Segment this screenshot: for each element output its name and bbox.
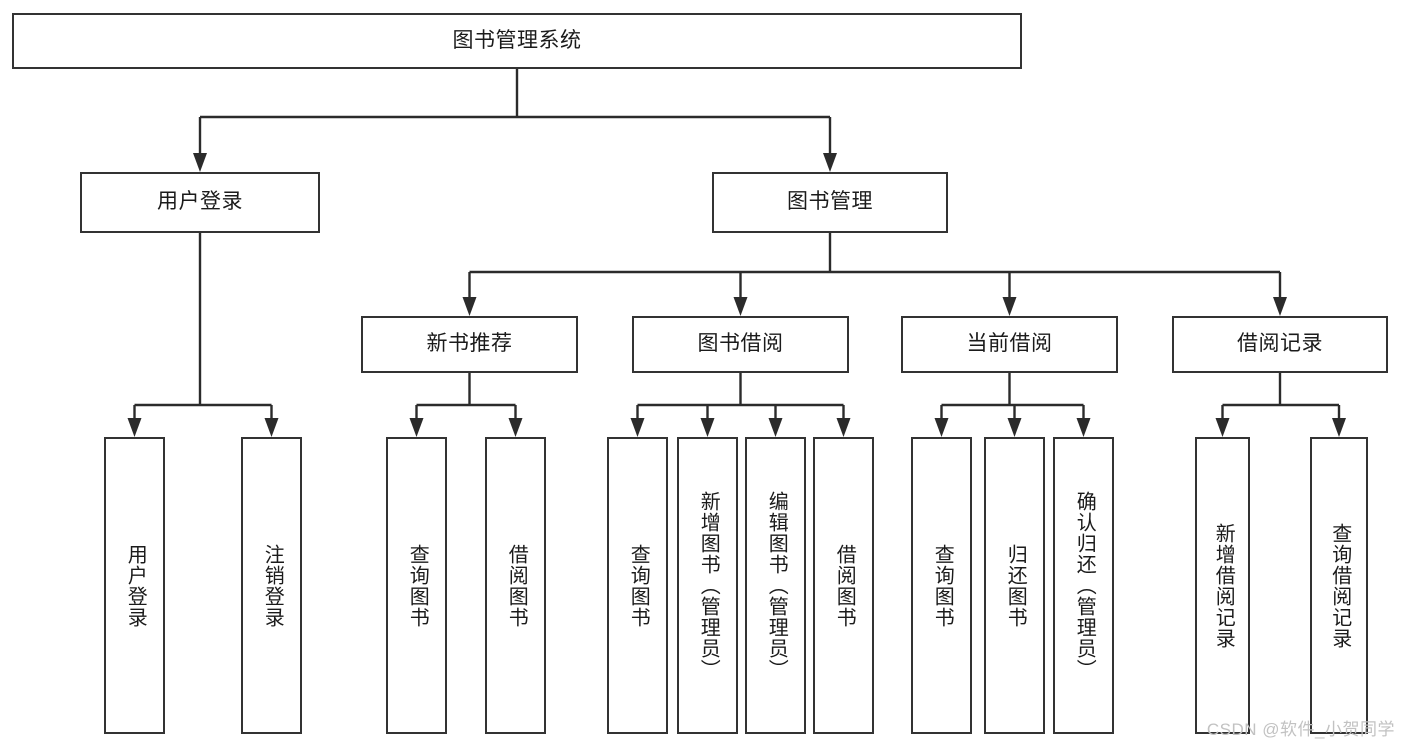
- node-label: 编辑图书（管理员）: [765, 491, 788, 680]
- node-label: 借阅图书: [833, 543, 856, 628]
- node-label: 用户登录: [124, 543, 147, 628]
- arrow-head-icon: [264, 418, 279, 437]
- node-root[interactable]: 图书管理系统: [12, 13, 1022, 69]
- node-label: 新书推荐: [426, 332, 513, 356]
- node-leaf-query-book-current[interactable]: 查询图书: [911, 437, 972, 734]
- arrow-head-icon: [409, 418, 424, 437]
- node-label: 查询图书: [931, 543, 954, 628]
- node-leaf-confirm-return[interactable]: 确认归还（管理员）: [1053, 437, 1114, 734]
- arrow-head-icon: [193, 153, 207, 172]
- node-book-borrow[interactable]: 图书借阅: [632, 316, 849, 373]
- node-leaf-edit-book[interactable]: 编辑图书（管理员）: [745, 437, 806, 734]
- node-leaf-query-record[interactable]: 查询借阅记录: [1310, 437, 1368, 734]
- node-user-login[interactable]: 用户登录: [80, 172, 320, 233]
- node-label: 查询借阅记录: [1328, 522, 1351, 649]
- arrow-head-icon: [508, 418, 523, 437]
- arrow-head-icon: [700, 418, 715, 437]
- node-label: 归还图书: [1004, 543, 1027, 628]
- node-label: 用户登录: [157, 190, 243, 214]
- node-leaf-add-book[interactable]: 新增图书（管理员）: [677, 437, 738, 734]
- node-label: 图书管理: [787, 190, 873, 214]
- arrow-head-icon: [127, 418, 142, 437]
- node-leaf-query-book-borrow[interactable]: 查询图书: [607, 437, 668, 734]
- arrow-head-icon: [1215, 418, 1230, 437]
- node-label: 新增借阅记录: [1212, 522, 1235, 649]
- arrow-head-icon: [1076, 418, 1091, 437]
- node-leaf-user-login[interactable]: 用户登录: [104, 437, 165, 734]
- arrow-head-icon: [1273, 297, 1287, 316]
- node-borrow-record[interactable]: 借阅记录: [1172, 316, 1388, 373]
- node-leaf-user-logout[interactable]: 注销登录: [241, 437, 302, 734]
- arrow-head-icon: [1332, 418, 1346, 437]
- node-label: 图书管理系统: [452, 28, 582, 52]
- arrow-head-icon: [1007, 418, 1022, 437]
- arrow-head-icon: [823, 153, 837, 172]
- node-leaf-borrow-book[interactable]: 借阅图书: [813, 437, 874, 734]
- arrow-head-icon: [733, 297, 748, 316]
- node-label: 查询图书: [406, 543, 429, 628]
- arrow-head-icon: [462, 297, 477, 316]
- arrow-head-icon: [630, 418, 645, 437]
- node-leaf-return-book[interactable]: 归还图书: [984, 437, 1045, 734]
- arrow-head-icon: [768, 418, 783, 437]
- node-book-manage[interactable]: 图书管理: [712, 172, 948, 233]
- arrow-head-icon: [934, 418, 949, 437]
- node-label: 确认归还（管理员）: [1073, 491, 1096, 680]
- node-new-book-rec[interactable]: 新书推荐: [361, 316, 578, 373]
- watermark-text: CSDN @软件_小贺同学: [1206, 720, 1395, 739]
- node-current-borrow[interactable]: 当前借阅: [901, 316, 1118, 373]
- node-label: 注销登录: [261, 543, 284, 628]
- node-label: 借阅图书: [505, 543, 528, 628]
- node-label: 图书借阅: [697, 332, 784, 356]
- node-label: 当前借阅: [966, 332, 1053, 356]
- node-label: 新增图书（管理员）: [697, 491, 720, 680]
- node-leaf-borrow-book-rec[interactable]: 借阅图书: [485, 437, 546, 734]
- node-label: 借阅记录: [1237, 332, 1323, 356]
- node-leaf-add-record[interactable]: 新增借阅记录: [1195, 437, 1250, 734]
- arrow-head-icon: [836, 418, 851, 437]
- node-label: 查询图书: [627, 543, 650, 628]
- arrow-head-icon: [1002, 297, 1017, 316]
- node-leaf-query-book-rec[interactable]: 查询图书: [386, 437, 447, 734]
